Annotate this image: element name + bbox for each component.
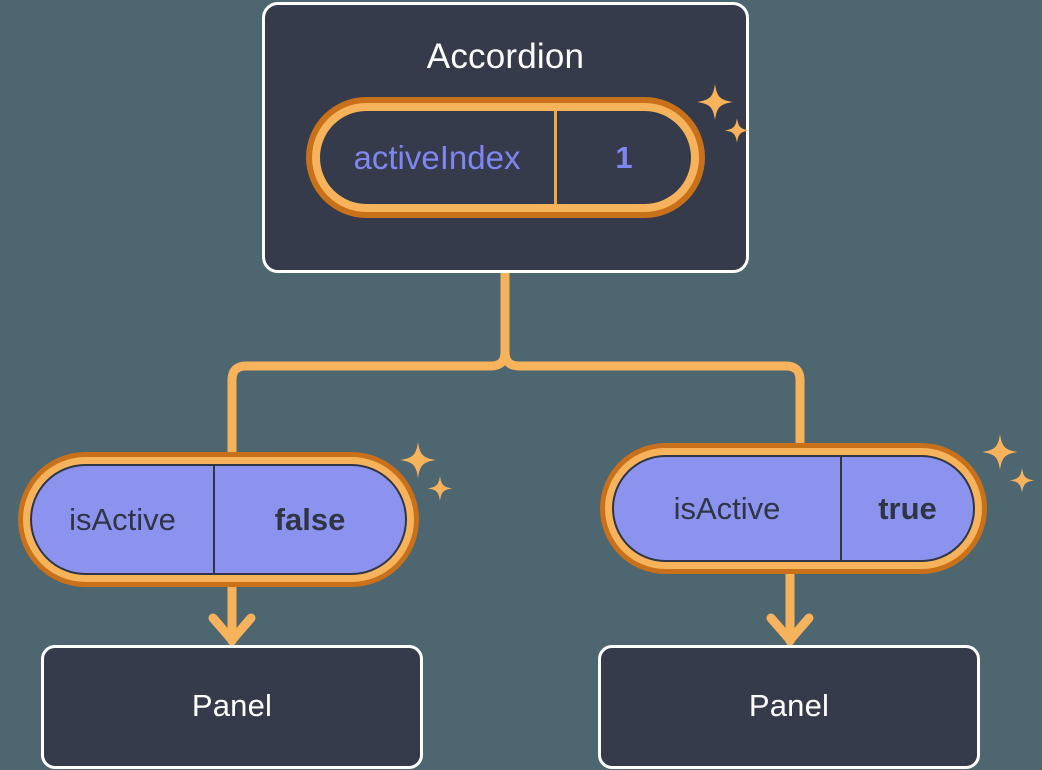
- panel-left-title: Panel: [191, 688, 273, 723]
- pill-ring: activeIndex 1: [312, 103, 699, 212]
- panel-component-left[interactable]: Panel: [41, 645, 423, 769]
- panel-right-title: Panel: [748, 688, 830, 723]
- state-pill-value: 1: [615, 139, 633, 175]
- panel-component-right[interactable]: Panel: [598, 645, 980, 769]
- arrowhead-left: [208, 613, 256, 645]
- pill-ring: isActive false: [23, 457, 414, 582]
- prop-pill-right[interactable]: isActive true: [600, 443, 987, 574]
- state-pill-key: activeIndex: [320, 111, 557, 204]
- pill-body: isActive true: [612, 455, 975, 562]
- prop-pill-right-value: true: [878, 490, 937, 526]
- pill-body: isActive false: [30, 464, 407, 575]
- accordion-title: Accordion: [426, 37, 585, 76]
- sparkles-icon: [982, 434, 1035, 493]
- prop-pill-left-value: false: [274, 501, 346, 537]
- pill-body: activeIndex 1: [320, 111, 691, 204]
- pill-ring: isActive true: [605, 448, 982, 569]
- edge-accordion-to-right: [500, 268, 805, 448]
- prop-pill-right-key: isActive: [614, 457, 842, 560]
- arrowhead-right: [766, 613, 814, 645]
- state-pill-activeindex[interactable]: activeIndex 1: [306, 97, 705, 218]
- edge-accordion-to-left: [227, 268, 510, 457]
- prop-pill-left-key: isActive: [32, 466, 215, 573]
- prop-pill-left[interactable]: isActive false: [18, 452, 419, 587]
